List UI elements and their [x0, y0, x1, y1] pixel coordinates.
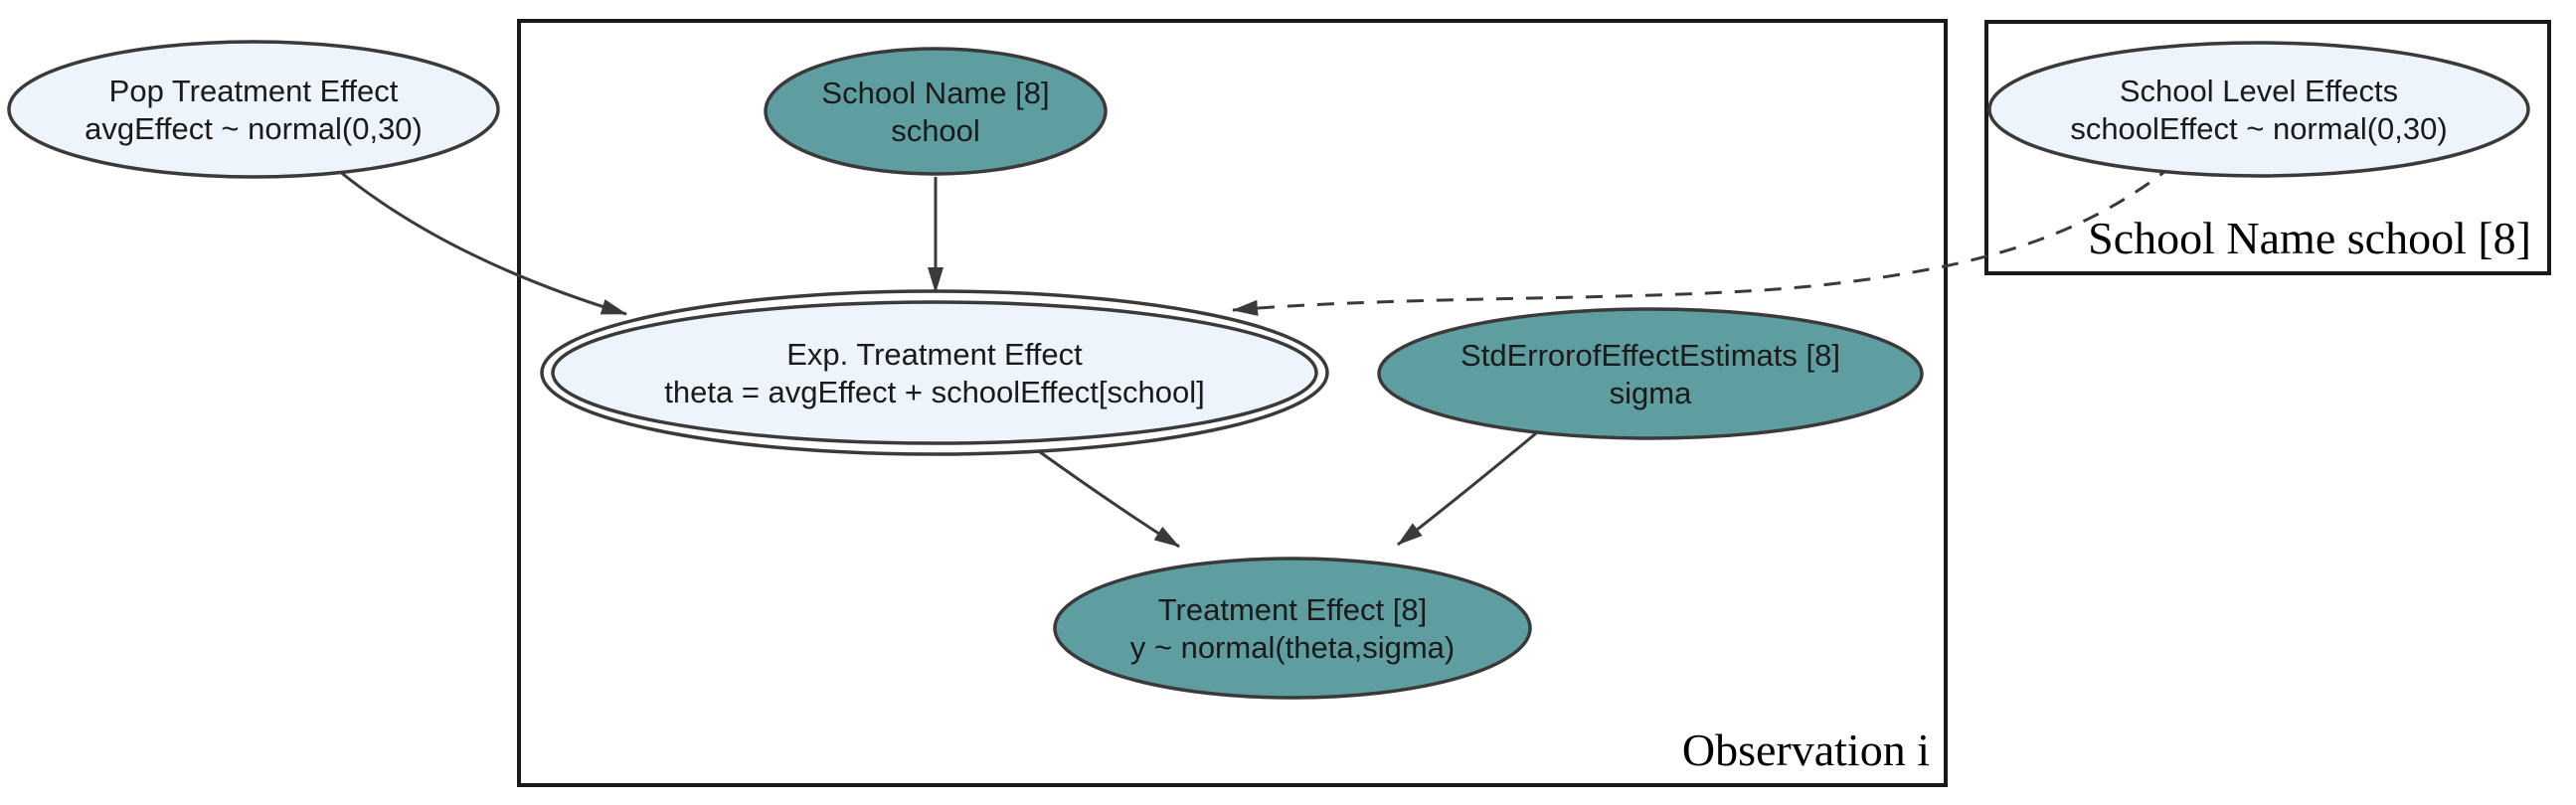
node-pop-treatment-effect-ellipse [7, 40, 500, 179]
node-treatment-effect-formula: y ~ normal(theta,sigma) [1130, 630, 1455, 665]
plate-school-label: School Name school [8] [2088, 213, 2531, 263]
node-std-error-of-effect-estimats-formula: sigma [1610, 376, 1692, 410]
node-school-name-formula: school [891, 113, 980, 148]
node-pop-treatment-effect: Pop Treatment Effect avgEffect ~ normal(… [7, 40, 500, 179]
node-school-name: School Name [8] school [764, 47, 1108, 176]
node-std-error-of-effect-estimats-ellipse [1377, 307, 1924, 440]
node-school-level-effects-formula: schoolEffect ~ normal(0,30) [2070, 111, 2447, 146]
node-treatment-effect-title: Treatment Effect [8] [1158, 592, 1428, 627]
plate-observation-border [517, 19, 1948, 787]
edge-school-level-effects-to-exp-treatment-effect-dashed [1232, 163, 2174, 316]
edge-std-error-to-treatment-effect [1397, 431, 1537, 547]
node-school-name-ellipse [764, 47, 1108, 176]
plate-school: School Name school [8] [1984, 20, 2551, 275]
edge-exp-treatment-effect-to-treatment-effect [1035, 447, 1180, 549]
node-exp-treatment-effect-title: Exp. Treatment Effect [786, 337, 1083, 372]
node-pop-treatment-effect-formula: avgEffect ~ normal(0,30) [85, 111, 423, 146]
node-treatment-effect-ellipse [1053, 557, 1532, 700]
node-school-name-title: School Name [8] [821, 76, 1049, 110]
plate-observation: Observation i [517, 19, 1948, 787]
node-pop-treatment-effect-title: Pop Treatment Effect [109, 74, 399, 108]
node-exp-treatment-effect: Exp. Treatment Effect theta = avgEffect … [540, 289, 1329, 456]
edge-pop-treatment-effect-to-exp-treatment-effect [338, 169, 627, 316]
edges [338, 163, 2174, 549]
node-school-level-effects: School Level Effects schoolEffect ~ norm… [1987, 41, 2530, 178]
node-exp-treatment-effect-formula: theta = avgEffect + schoolEffect[school] [664, 375, 1204, 409]
node-std-error-of-effect-estimats-title: StdErrorofEffectEstimats [8] [1460, 338, 1840, 373]
node-school-level-effects-title: School Level Effects [2120, 74, 2398, 108]
node-treatment-effect: Treatment Effect [8] y ~ normal(theta,si… [1053, 557, 1532, 700]
node-school-level-effects-ellipse [1987, 41, 2530, 178]
plate-school-border [1984, 20, 2551, 275]
plate-observation-label: Observation i [1682, 724, 1930, 775]
node-std-error-of-effect-estimats: StdErrorofEffectEstimats [8] sigma [1377, 307, 1924, 440]
node-exp-treatment-effect-inner-ellipse [551, 300, 1318, 445]
